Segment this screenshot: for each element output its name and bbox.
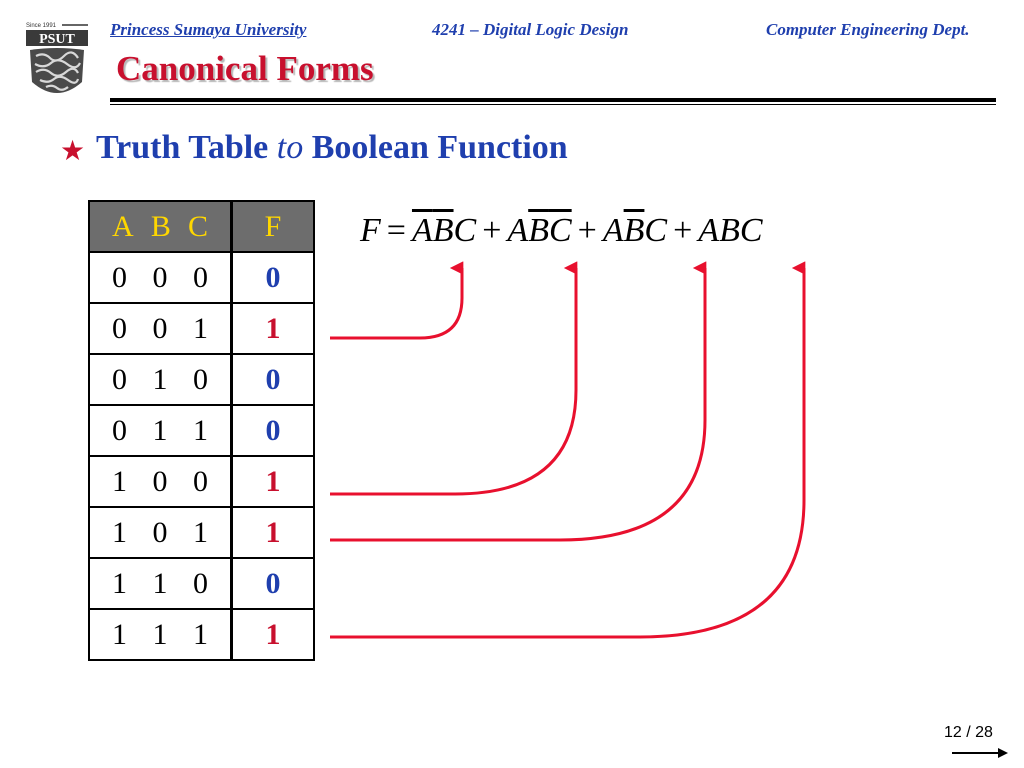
minterm: ABC xyxy=(698,212,762,249)
literal: C xyxy=(644,212,668,249)
input-value: 0 xyxy=(193,362,208,396)
input-value: 1 xyxy=(112,617,127,651)
header-course: 4241 – Digital Logic Design xyxy=(432,20,629,39)
arrow-row-101 xyxy=(330,261,707,542)
minterm: ABC xyxy=(507,212,571,249)
slide-title: Canonical Forms xyxy=(116,49,374,88)
output-cell: 1 xyxy=(230,455,315,508)
boolean-equation: F=ABC+ABC+ABC+ABC xyxy=(360,212,763,250)
logo-psut-text: PSUT xyxy=(39,32,75,47)
output-cell: 0 xyxy=(230,353,315,406)
psut-logo: Since 1991 PSUT xyxy=(22,20,92,104)
input-value: 1 xyxy=(112,566,127,600)
input-value: 0 xyxy=(152,311,168,345)
header-department: Computer Engineering Dept. xyxy=(766,20,970,39)
input-value: 0 xyxy=(112,260,127,294)
header-input-a: A xyxy=(112,209,134,243)
literal: A xyxy=(698,212,720,249)
equation-plus: + xyxy=(673,212,693,249)
logo-since-text: Since 1991 xyxy=(26,23,57,29)
output-cell: 0 xyxy=(230,404,315,457)
header-rule-thick xyxy=(110,98,996,102)
output-cell: 1 xyxy=(230,608,315,661)
literal: C xyxy=(453,212,477,249)
output-cell: 1 xyxy=(230,506,315,559)
input-value: 1 xyxy=(112,515,127,549)
input-value: 1 xyxy=(152,362,168,396)
equation-plus: + xyxy=(482,212,502,249)
input-value: 1 xyxy=(193,617,208,651)
input-value: 0 xyxy=(193,260,208,294)
inputs-header-cell: A B C xyxy=(88,200,233,253)
input-value: 1 xyxy=(193,515,208,549)
heading-part1: Truth Table xyxy=(96,129,269,166)
page-number: 12 / 28 xyxy=(944,724,993,741)
input-value: 0 xyxy=(193,464,208,498)
literal: A xyxy=(602,212,624,249)
input-value: 1 xyxy=(193,413,208,447)
output-cell: 0 xyxy=(230,251,315,304)
star-bullet-icon: ★ xyxy=(60,136,86,167)
input-value: 0 xyxy=(152,260,168,294)
literal: A xyxy=(411,212,433,249)
input-value: 0 xyxy=(112,413,127,447)
arrow-row-111 xyxy=(330,261,806,639)
input-value: 0 xyxy=(152,515,168,549)
heading-part2: Boolean Function xyxy=(311,129,568,166)
output-header-cell: F xyxy=(230,200,315,253)
header-input-c: C xyxy=(187,209,208,243)
arrow-row-001 xyxy=(330,261,464,340)
equation-equals: = xyxy=(386,212,406,249)
input-value: 0 xyxy=(112,311,127,345)
header-rule-thin xyxy=(110,104,996,105)
literal: B xyxy=(623,212,645,249)
literal: B xyxy=(719,212,740,249)
input-value: 1 xyxy=(152,617,168,651)
minterm: ABC xyxy=(603,212,667,249)
next-slide-arrow-icon[interactable] xyxy=(950,746,1010,760)
input-value: 0 xyxy=(193,566,208,600)
literal: A xyxy=(507,212,529,249)
header-input-b: B xyxy=(150,209,171,243)
literal: C xyxy=(548,212,572,249)
equation-lhs: F xyxy=(360,212,381,249)
minterm: ABC xyxy=(412,212,476,249)
section-heading: Truth Table to Boolean Function xyxy=(96,129,568,167)
literal: B xyxy=(432,212,454,249)
input-value: 1 xyxy=(112,464,127,498)
heading-italic: to xyxy=(276,129,304,166)
input-value: 0 xyxy=(152,464,168,498)
output-cell: 0 xyxy=(230,557,315,610)
output-cell: 1 xyxy=(230,302,315,355)
truth-table-header-row: A B C F xyxy=(88,200,315,253)
header-university: Princess Sumaya University xyxy=(110,20,307,39)
arrow-row-100 xyxy=(330,261,578,496)
literal: B xyxy=(528,212,549,249)
equation-plus: + xyxy=(577,212,597,249)
input-value: 1 xyxy=(152,413,168,447)
input-value: 1 xyxy=(152,566,168,600)
literal: C xyxy=(739,212,763,249)
input-value: 1 xyxy=(193,311,208,345)
input-value: 0 xyxy=(112,362,127,396)
